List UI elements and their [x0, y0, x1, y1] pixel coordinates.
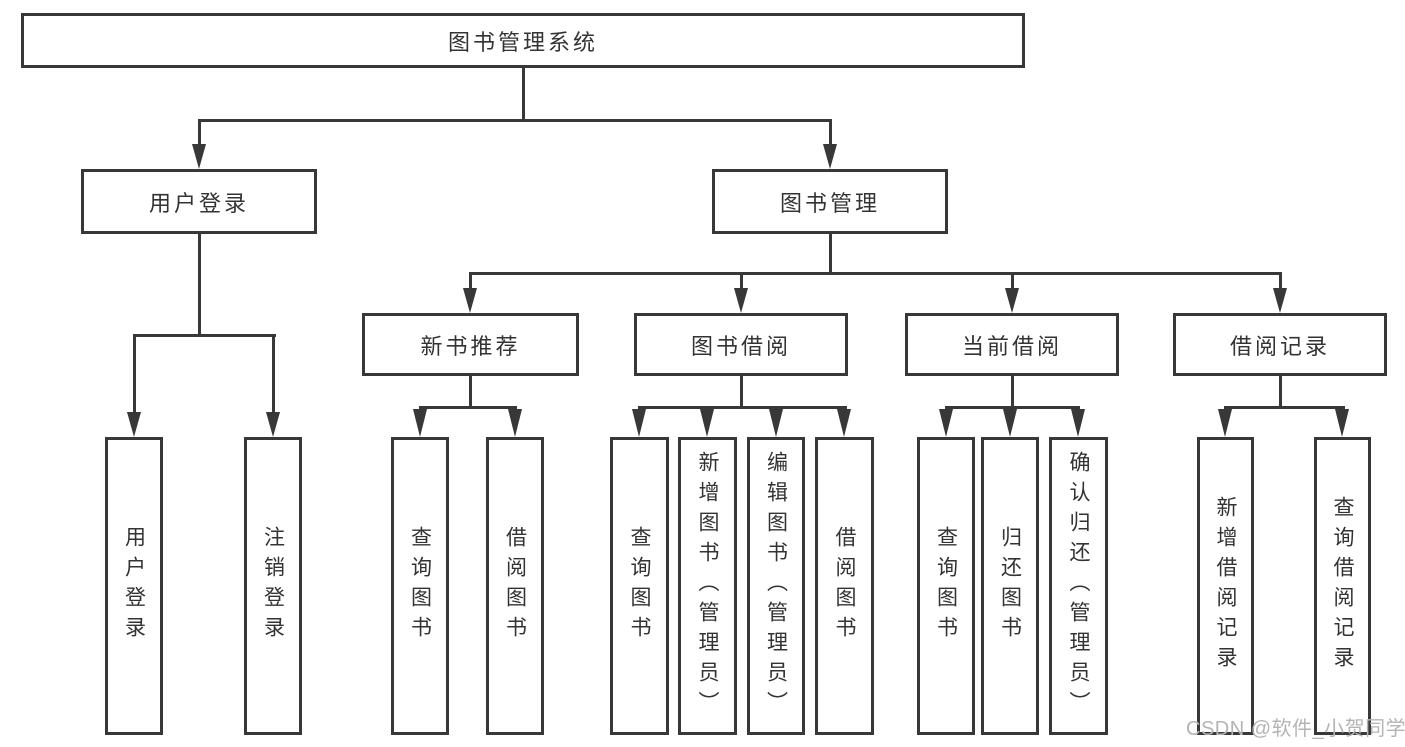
leaf-current-return-books: 归还图书: [981, 437, 1039, 735]
leaf-current-query-books: 查询图书: [917, 437, 975, 735]
arrow-down-icon: [1071, 409, 1085, 437]
leaf-newrec-borrow-books: 借阅图书: [486, 437, 544, 735]
node-book-management: 图书管理: [712, 169, 948, 234]
leaf-borrow-edit-books-admin: 编辑图书（管理员）: [747, 437, 805, 735]
arrow-down-icon: [823, 144, 837, 169]
connector-line: [637, 405, 847, 409]
connector-line: [521, 68, 525, 120]
arrow-down-icon: [837, 409, 851, 437]
connector-line: [197, 120, 201, 148]
leaf-borrow-borrow-books: 借阅图书: [815, 437, 874, 735]
arrow-down-icon: [413, 409, 427, 437]
arrow-down-icon: [192, 144, 206, 169]
connector-line: [1278, 376, 1282, 407]
connector-line: [739, 273, 743, 290]
arrow-down-icon: [769, 409, 783, 437]
leaf-records-add-record: 新增借阅记录: [1197, 437, 1254, 735]
leaf-user-login: 用户登录: [105, 437, 163, 735]
connector-line: [418, 405, 517, 409]
leaf-newrec-query-books: 查询图书: [391, 437, 449, 735]
connector-line: [828, 233, 832, 273]
connector-line: [828, 120, 832, 148]
node-library-system: 图书管理系统: [21, 13, 1025, 68]
connector-line: [132, 333, 276, 337]
connector-line: [1010, 376, 1014, 407]
connector-line: [1223, 405, 1345, 409]
arrow-down-icon: [508, 409, 522, 437]
connector-line: [197, 118, 832, 122]
connector-line: [739, 376, 743, 407]
watermark: CSDN @软件_小贺同学: [1186, 718, 1405, 740]
arrow-down-icon: [1218, 409, 1232, 437]
connector-line: [1278, 273, 1282, 290]
arrow-down-icon: [1005, 288, 1019, 313]
leaf-records-query-record: 查询借阅记录: [1314, 437, 1371, 735]
leaf-borrow-add-books-admin: 新增图书（管理员）: [678, 437, 737, 735]
arrow-down-icon: [127, 412, 141, 437]
connector-line: [468, 273, 472, 290]
arrow-down-icon: [632, 409, 646, 437]
arrow-down-icon: [266, 412, 280, 437]
leaf-logout: 注销登录: [244, 437, 302, 735]
connector-line: [132, 335, 136, 412]
arrow-down-icon: [1273, 288, 1287, 313]
node-borrow-records: 借阅记录: [1173, 313, 1387, 376]
connector-line: [197, 234, 201, 335]
connector-line: [1010, 273, 1014, 290]
node-current-borrowing: 当前借阅: [905, 313, 1119, 376]
node-book-borrowing: 图书借阅: [634, 313, 848, 376]
connector-line: [944, 405, 1080, 409]
arrow-down-icon: [463, 288, 477, 313]
connector-line: [271, 335, 275, 412]
connector-line: [468, 271, 1282, 275]
arrow-down-icon: [700, 409, 714, 437]
connector-line: [468, 376, 472, 407]
node-user-login: 用户登录: [81, 169, 317, 234]
arrow-down-icon: [939, 409, 953, 437]
arrow-down-icon: [734, 288, 748, 313]
leaf-borrow-query-books: 查询图书: [610, 437, 669, 735]
arrow-down-icon: [1335, 409, 1349, 437]
arrow-down-icon: [1003, 409, 1017, 437]
node-new-book-recommend: 新书推荐: [362, 313, 579, 376]
leaf-current-confirm-return-admin: 确认归还（管理员）: [1049, 437, 1108, 735]
